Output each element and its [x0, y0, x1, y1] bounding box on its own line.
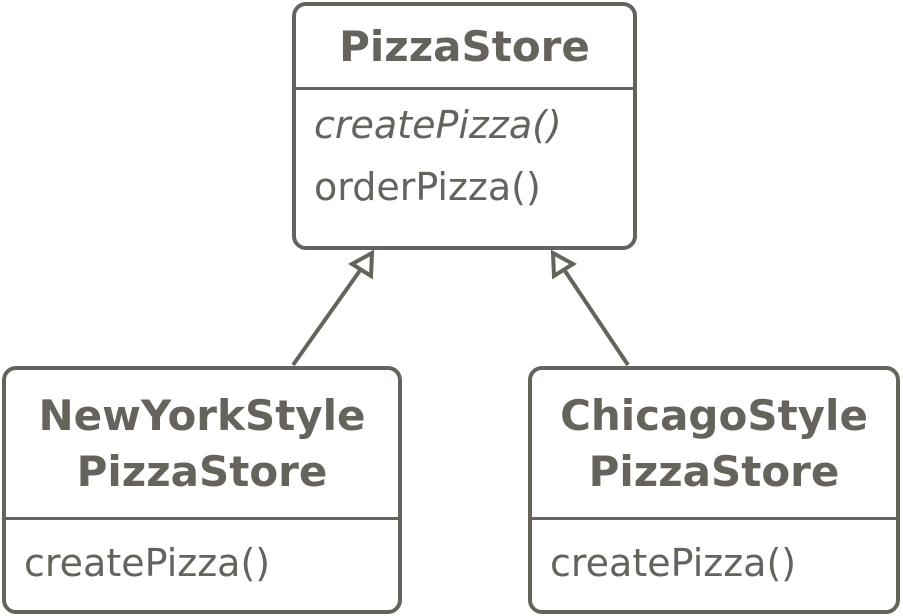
- method-createpizza: createPizza(): [550, 541, 797, 585]
- method-createpizza: createPizza(): [24, 541, 271, 585]
- class-name: PizzaStore: [296, 6, 633, 90]
- class-newyorkstylepizzastore: NewYorkStyle PizzaStore createPizza(): [2, 366, 402, 614]
- class-name-line2: PizzaStore: [588, 446, 840, 496]
- method-createpizza-abstract: createPizza(): [314, 103, 562, 147]
- ny-inheritance-arrowhead: [348, 249, 375, 280]
- class-pizzastore: PizzaStore createPizza() orderPizza(): [292, 2, 637, 250]
- class-chicagostylepizzastore: ChicagoStyle PizzaStore createPizza(): [528, 366, 900, 614]
- class-name: NewYorkStyle PizzaStore: [6, 370, 398, 520]
- class-name-line1: ChicagoStyle: [560, 390, 868, 440]
- class-operations: createPizza(): [532, 520, 896, 602]
- method-orderpizza: orderPizza(): [314, 165, 541, 209]
- chicago-inheritance-line: [557, 260, 630, 367]
- class-name: ChicagoStyle PizzaStore: [532, 370, 896, 520]
- ny-inheritance-line: [291, 260, 368, 367]
- class-operations: createPizza(): [6, 520, 398, 602]
- class-operations: createPizza() orderPizza(): [296, 90, 633, 226]
- chicago-inheritance-arrowhead: [550, 249, 577, 280]
- class-name-line2: PizzaStore: [76, 446, 328, 496]
- class-name-line1: NewYorkStyle: [38, 390, 366, 440]
